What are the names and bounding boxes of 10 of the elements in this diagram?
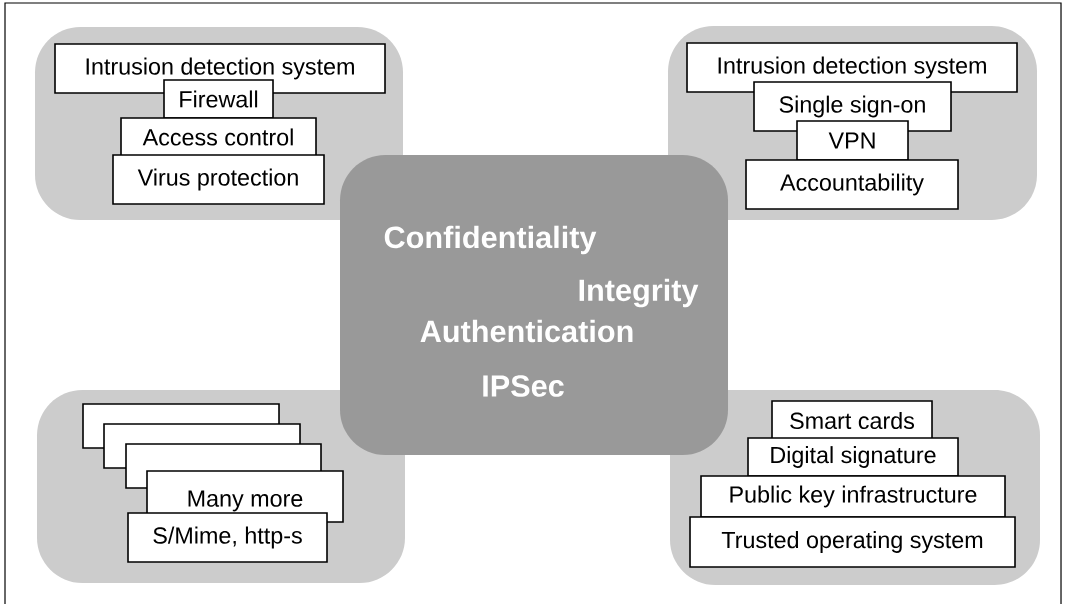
label-box: VPN <box>796 120 909 161</box>
label-box: Digital signature <box>747 437 959 477</box>
label-box: Access control <box>120 117 317 157</box>
label-box: S/Mime, http-s <box>127 512 328 563</box>
label-box: Trusted operating system <box>689 516 1016 568</box>
keyword-panel: Confidentiality Integrity Authentication IPSec <box>340 155 728 455</box>
label-box: Public key infrastructure <box>700 475 1006 518</box>
label-box: Firewall <box>163 79 274 119</box>
label-box: Virus protection <box>112 154 325 205</box>
label-box: Smart cards <box>771 400 933 441</box>
